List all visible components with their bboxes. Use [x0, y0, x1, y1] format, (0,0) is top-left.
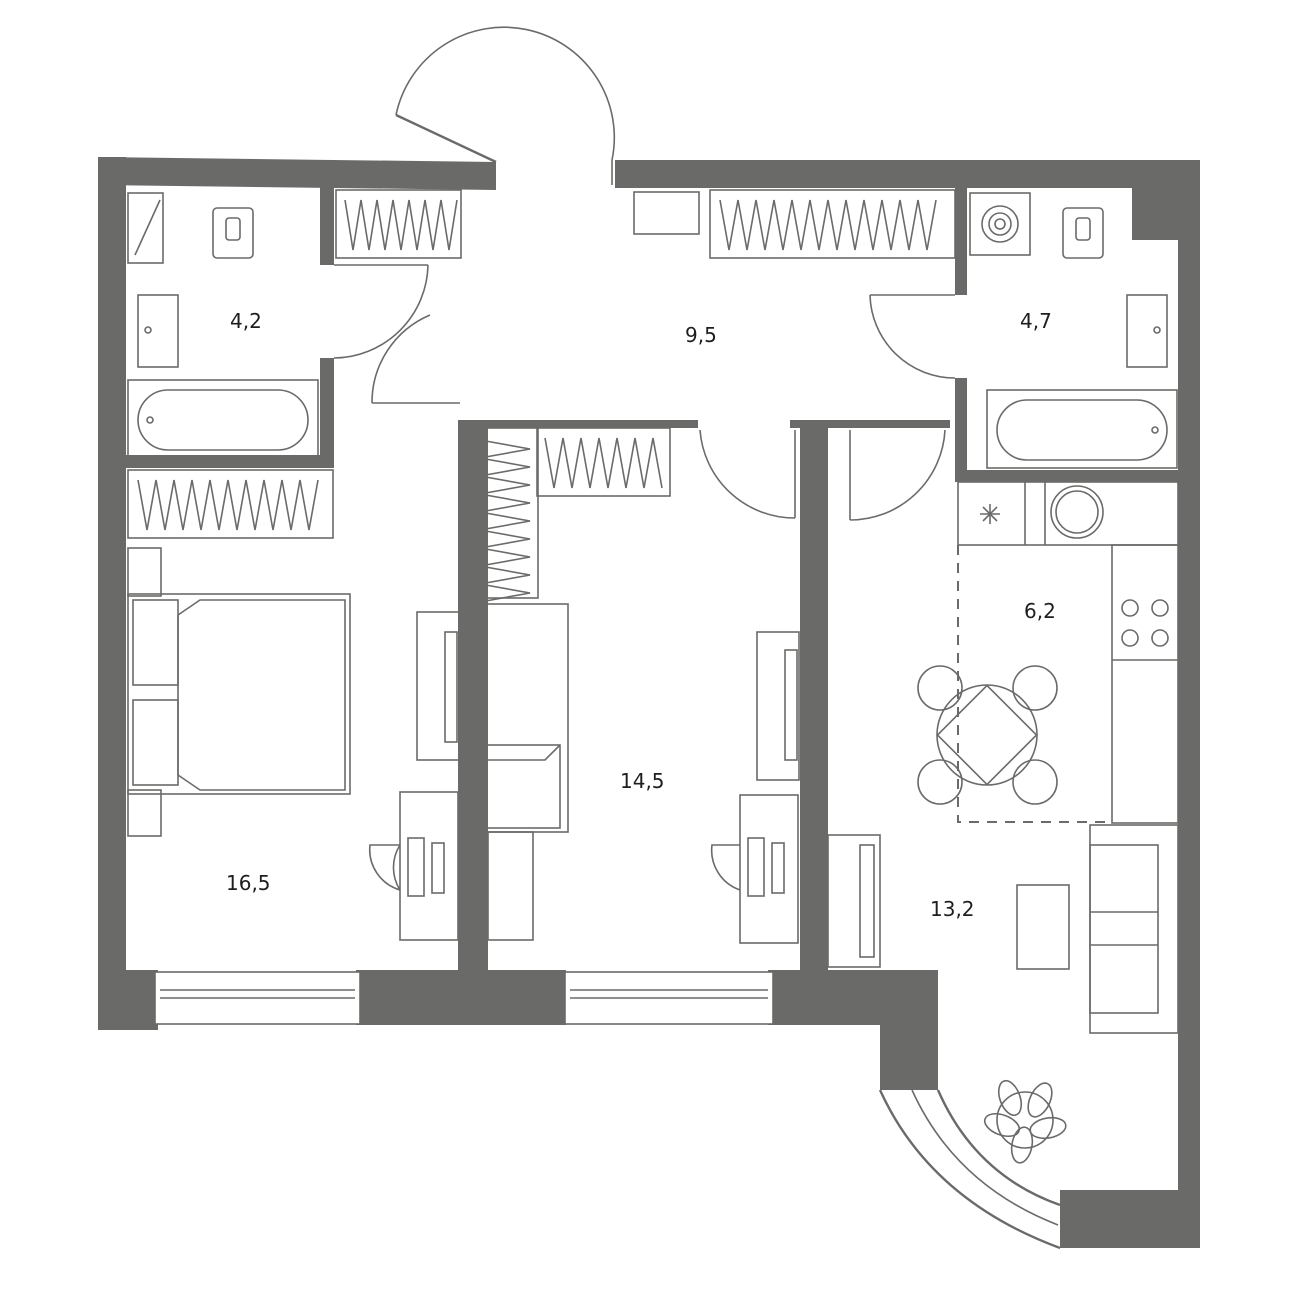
area-label-hallway: 9,5	[685, 323, 717, 347]
area-label-bathroom-1: 4,2	[230, 309, 262, 333]
entrance-door	[395, 26, 616, 185]
wardrobes	[127, 189, 956, 603]
living-room-fixtures	[827, 824, 1179, 1164]
bedroom-2-fixtures	[469, 603, 800, 944]
interior-walls	[126, 185, 1180, 970]
outer-walls	[98, 157, 1200, 1248]
area-label-bedroom-2: 14,5	[620, 769, 665, 793]
area-label-bathroom-2: 4,7	[1020, 309, 1052, 333]
bedroom-1-fixtures	[127, 547, 460, 941]
area-label-living-room: 13,2	[930, 897, 975, 921]
hall-doors	[371, 314, 946, 521]
windows	[154, 971, 1061, 1250]
bathroom-1-fixtures	[127, 192, 429, 459]
area-label-bedroom-1: 16,5	[226, 871, 271, 895]
area-labels: 4,2 9,5 4,7 6,2 14,5 16,5 13,2	[226, 309, 1056, 921]
area-label-kitchen: 6,2	[1024, 599, 1056, 623]
bathroom-2-fixtures	[869, 192, 1178, 469]
kitchen-fixtures	[917, 481, 1179, 824]
